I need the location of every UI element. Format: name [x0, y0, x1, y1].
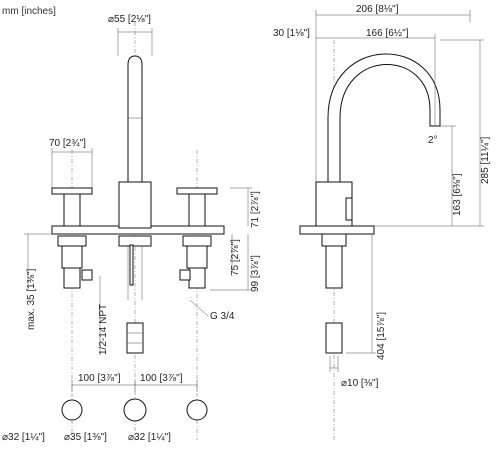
height-163-label: 163 [6⅜"] — [452, 173, 463, 216]
height-99-label: 99 [3⅞"] — [250, 255, 261, 292]
handle-width-label: 70 [2¾"] — [49, 138, 86, 149]
spacing-right-label: 100 [3⅞"] — [140, 373, 183, 384]
side-connector — [325, 322, 343, 354]
side-nut — [321, 233, 347, 247]
rough-404-label: 404 [15⅞"] — [376, 312, 387, 360]
height-75-label: 75 [2⅞"] — [230, 239, 241, 276]
side-deck — [299, 225, 375, 235]
tube-diameter-label: ⌀10 [⅜"] — [341, 378, 379, 389]
hole-center-label: ⌀35 [1⅜"] — [64, 432, 107, 443]
right-handle-valve — [176, 187, 218, 289]
front-view: ⌀55 [2⅛"] 70 [2¾"] 71 [2⅞"] 75 [2⅞"] 99 … — [2, 14, 261, 443]
reach-166-label: 166 [6½"] — [366, 28, 409, 39]
aerator-angle-label: 2° — [428, 135, 438, 146]
hole-left-label: ⌀32 [1¼"] — [2, 431, 45, 443]
spacing-left-label: 100 [3⅞"] — [78, 373, 121, 384]
g34-thread-label: G 3/4 — [210, 311, 235, 322]
side-shank — [325, 245, 343, 289]
left-handle-valve — [51, 187, 93, 289]
spout-diameter-label: ⌀55 [2⅛"] — [108, 14, 151, 25]
right-mounting-hole — [186, 399, 208, 421]
connector-blocks — [126, 322, 144, 354]
height-285-label: 285 [11¼"] — [479, 136, 491, 184]
units-label: mm [inches] — [2, 6, 56, 17]
center-spout — [118, 55, 152, 300]
npt-thread-label: 1/2-14 NPT — [98, 304, 109, 355]
left-mounting-hole — [61, 399, 83, 421]
side-view: 2° 206 [8⅛"] 30 [1⅛"] 166 [6½"] 285 [11¼… — [273, 4, 491, 440]
max-35-label: max. 35 [1⅜"] — [26, 268, 37, 330]
center-mounting-hole — [123, 398, 147, 422]
reach-total-label: 206 [8⅛"] — [356, 4, 399, 15]
hole-right-label: ⌀32 [1¼"] — [128, 431, 171, 443]
height-71-label: 71 [2⅞"] — [250, 191, 261, 228]
offset-30-label: 30 [1⅛"] — [273, 28, 310, 39]
lever — [345, 197, 353, 221]
